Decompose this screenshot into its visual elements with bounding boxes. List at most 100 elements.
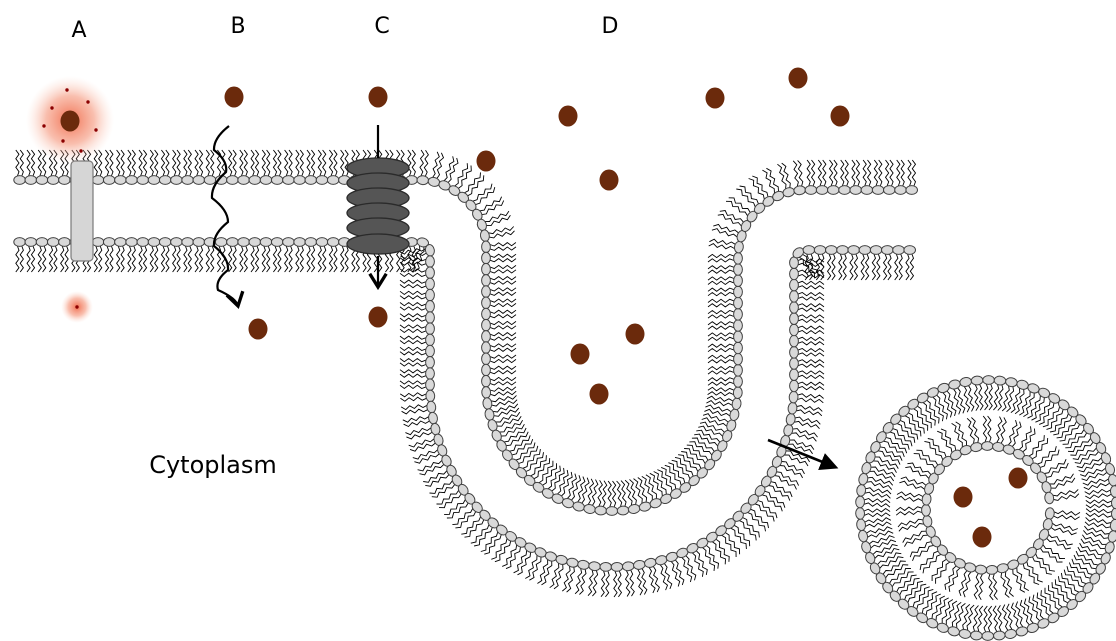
lipid-head <box>159 238 171 247</box>
lipid-head <box>426 301 435 313</box>
lipid-head <box>734 342 743 354</box>
lipid-head <box>783 423 794 436</box>
lipid-head <box>734 297 743 309</box>
lipid-head <box>1015 626 1029 638</box>
lipid-head <box>103 238 115 247</box>
lipid-head <box>884 186 896 195</box>
lipid-head <box>790 380 799 392</box>
lipid-head <box>654 554 668 566</box>
lipid-head <box>137 176 149 185</box>
lipid-head <box>982 632 994 641</box>
lipid-head <box>137 238 149 247</box>
lipid-head <box>47 176 59 185</box>
lipid-head <box>1111 497 1116 509</box>
lipid-head <box>260 238 272 247</box>
lipid-head <box>734 320 743 332</box>
lipid-head <box>115 238 127 247</box>
vesicle-inner-leaflet-heads <box>921 442 1054 575</box>
lipid-head <box>790 302 799 314</box>
lipid-head <box>426 368 435 380</box>
lipid-head <box>482 263 491 275</box>
lipid-head <box>316 176 328 185</box>
lipid-head <box>734 353 743 365</box>
lipid-head <box>417 175 429 185</box>
channel-protein <box>347 158 409 254</box>
signal-dot <box>42 124 45 127</box>
lipid-head <box>327 176 339 185</box>
lipid-head <box>25 176 37 185</box>
label-c: C <box>374 14 389 39</box>
lipid-head <box>893 246 905 255</box>
lipid-head <box>249 238 261 247</box>
molecule-c-inside <box>369 307 388 328</box>
molecule-vesicle <box>973 527 992 548</box>
lipid-head <box>622 561 634 571</box>
signal-dot <box>79 149 82 152</box>
molecule-d-pocket <box>571 344 590 365</box>
vesicle-outer-leaflet <box>855 376 1116 641</box>
lipid-head <box>182 176 194 185</box>
lipid-head <box>785 413 796 426</box>
lipid-head <box>14 176 26 185</box>
lipid-head <box>734 376 743 388</box>
lipid-head <box>482 286 491 298</box>
lipid-head <box>555 554 569 566</box>
lipid-head <box>428 412 439 425</box>
lipid-head <box>1045 507 1055 519</box>
lipid-head <box>790 291 799 303</box>
lipid-head <box>859 246 871 255</box>
molecule-d-pocket <box>626 324 645 345</box>
signal-dot <box>50 106 53 109</box>
lipid-head <box>426 267 435 279</box>
lipid-head <box>1104 462 1116 476</box>
lipid-head <box>734 309 743 321</box>
inner-leaflet-tails <box>16 246 914 597</box>
lipid-head <box>482 353 491 365</box>
lipid-head <box>617 506 629 516</box>
lipid-head <box>948 379 962 391</box>
lipid-head <box>426 278 435 290</box>
diffusion-arrow <box>212 126 238 306</box>
lipid-head <box>600 562 612 571</box>
lipid-head <box>790 257 799 269</box>
lipid-head <box>1107 474 1116 487</box>
lipid-head <box>729 408 740 421</box>
lipid-head <box>249 176 261 185</box>
lipid-head <box>856 484 866 497</box>
lipid-head <box>294 176 306 185</box>
lipid-head <box>482 397 492 410</box>
vesicle-outer-leaflet-heads <box>855 376 1116 641</box>
lipid-head <box>882 246 894 255</box>
lipid-head <box>858 472 869 485</box>
endocytic-vesicle <box>855 376 1116 641</box>
lipid-head <box>790 347 799 359</box>
lipid-head <box>850 186 862 195</box>
lipid-head <box>482 342 491 354</box>
lipid-head <box>790 313 799 325</box>
lipid-head <box>644 557 657 568</box>
lipid-head <box>182 238 194 247</box>
lipid-head <box>814 246 826 255</box>
lipid-head <box>204 176 216 185</box>
lipid-head <box>734 331 743 343</box>
lipid-head <box>837 246 849 255</box>
lipid-head <box>148 238 160 247</box>
molecule-d <box>559 106 578 127</box>
lipid-head <box>970 442 983 453</box>
lipid-head <box>1004 629 1017 640</box>
lipid-head <box>921 493 931 506</box>
lipid-head <box>734 275 743 287</box>
lipid-head <box>426 256 435 268</box>
lipid-head <box>238 176 250 185</box>
lipid-head <box>426 390 435 402</box>
lipid-head <box>430 422 441 435</box>
signal-dot <box>94 128 97 131</box>
lipid-head <box>171 176 183 185</box>
lipid-head <box>789 391 799 403</box>
molecule-d <box>477 151 496 172</box>
lipid-head <box>238 238 250 247</box>
lipid-head <box>1044 492 1055 505</box>
molecule-c-outside <box>369 87 388 108</box>
lipid-head <box>426 401 436 414</box>
